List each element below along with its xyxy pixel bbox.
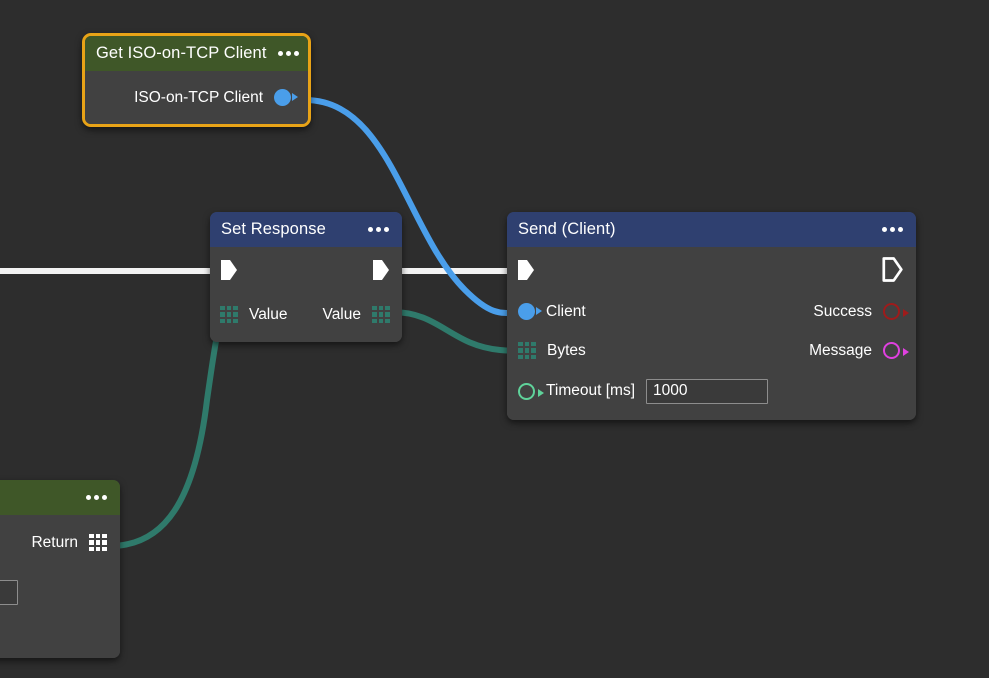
port-label-iso-client: ISO-on-TCP Client bbox=[134, 88, 263, 106]
port-row-bytes-message: Bytes Message bbox=[507, 331, 916, 370]
node-header-send-client[interactable]: Send (Client) bbox=[507, 212, 916, 247]
circle-port-client[interactable] bbox=[518, 303, 542, 320]
node-send-client[interactable]: Send (Client) bbox=[507, 212, 916, 420]
object-port-iso-client[interactable] bbox=[274, 89, 298, 106]
ellipsis-icon[interactable] bbox=[277, 50, 301, 57]
port-label-client: Client bbox=[546, 302, 586, 320]
ellipsis-icon[interactable] bbox=[881, 226, 905, 233]
node-title-get-client: Get ISO-on-TCP Client bbox=[96, 44, 267, 62]
node-get-iso-on-tcp-client[interactable]: Get ISO-on-TCP Client ISO-on-TCP Client bbox=[82, 33, 311, 127]
node-header-get-client[interactable]: Get ISO-on-TCP Client bbox=[85, 36, 308, 71]
port-row-exec-set-response bbox=[210, 247, 402, 292]
exec-in-group-send bbox=[516, 258, 535, 282]
port-label-timeout: Timeout [ms] bbox=[546, 382, 635, 399]
port-label-success: Success bbox=[813, 302, 872, 320]
exec-out-icon[interactable] bbox=[881, 256, 903, 283]
node-title-set-response: Set Response bbox=[221, 220, 326, 238]
wire-return-to-setresponse bbox=[107, 309, 229, 549]
exec-out-group-send bbox=[881, 256, 903, 283]
port-label-value-in: Value bbox=[249, 305, 288, 323]
port-row-iso-client-output: ISO-on-TCP Client bbox=[85, 71, 308, 124]
circle-port-success[interactable] bbox=[883, 303, 909, 320]
grid-port-value-in[interactable] bbox=[220, 305, 238, 324]
grid-port-value-out[interactable] bbox=[372, 305, 390, 324]
node-set-response[interactable]: Set Response bbox=[210, 212, 402, 342]
ellipsis-icon[interactable] bbox=[85, 494, 109, 501]
circle-port-message[interactable] bbox=[883, 342, 909, 359]
exec-in-group-set-response bbox=[219, 258, 238, 282]
node-body-return: Return bbox=[0, 515, 120, 658]
wire-setresponse-to-bytes bbox=[389, 309, 528, 354]
output-group-value-set-response: Value bbox=[322, 305, 391, 324]
port-label-message: Message bbox=[809, 341, 872, 359]
port-row-exec-send bbox=[507, 247, 916, 292]
port-label-bytes: Bytes bbox=[547, 341, 586, 359]
node-return[interactable]: Return bbox=[0, 480, 120, 658]
input-group-bytes: Bytes bbox=[518, 341, 586, 360]
node-header-set-response[interactable]: Set Response bbox=[210, 212, 402, 247]
exec-in-icon[interactable] bbox=[516, 258, 535, 282]
grid-port-bytes[interactable] bbox=[518, 341, 536, 360]
output-group-iso-client: ISO-on-TCP Client bbox=[134, 88, 298, 107]
port-row-return-field bbox=[0, 570, 120, 615]
circle-port-timeout[interactable] bbox=[518, 382, 544, 400]
port-row-timeout: Timeout [ms] bbox=[507, 370, 916, 412]
port-row-value-set-response: Value Value bbox=[210, 292, 402, 337]
node-body-get-client: ISO-on-TCP Client bbox=[85, 71, 308, 124]
grid-port-return[interactable] bbox=[89, 533, 107, 552]
output-group-return: Return bbox=[31, 533, 107, 552]
ellipsis-icon[interactable] bbox=[367, 226, 391, 233]
exec-in-icon[interactable] bbox=[219, 258, 238, 282]
input-group-client: Client bbox=[518, 303, 586, 321]
output-group-message: Message bbox=[809, 341, 909, 360]
port-row-return-output: Return bbox=[0, 515, 120, 570]
input-group-value-set-response: Value bbox=[220, 305, 288, 324]
node-body-send-client: Client Success Bytes M bbox=[507, 247, 916, 420]
timeout-input[interactable] bbox=[646, 378, 768, 404]
exec-out-icon[interactable] bbox=[371, 258, 390, 282]
node-header-return[interactable] bbox=[0, 480, 120, 515]
return-value-input[interactable] bbox=[0, 580, 18, 605]
node-title-send-client: Send (Client) bbox=[518, 220, 616, 238]
port-label-value-out: Value bbox=[322, 305, 362, 323]
port-label-return: Return bbox=[31, 533, 78, 551]
node-body-set-response: Value Value bbox=[210, 247, 402, 342]
input-group-timeout: Timeout [ms] bbox=[518, 378, 768, 404]
exec-out-group-set-response bbox=[371, 258, 390, 282]
output-group-success: Success bbox=[813, 302, 909, 321]
port-row-client-success: Client Success bbox=[507, 292, 916, 331]
